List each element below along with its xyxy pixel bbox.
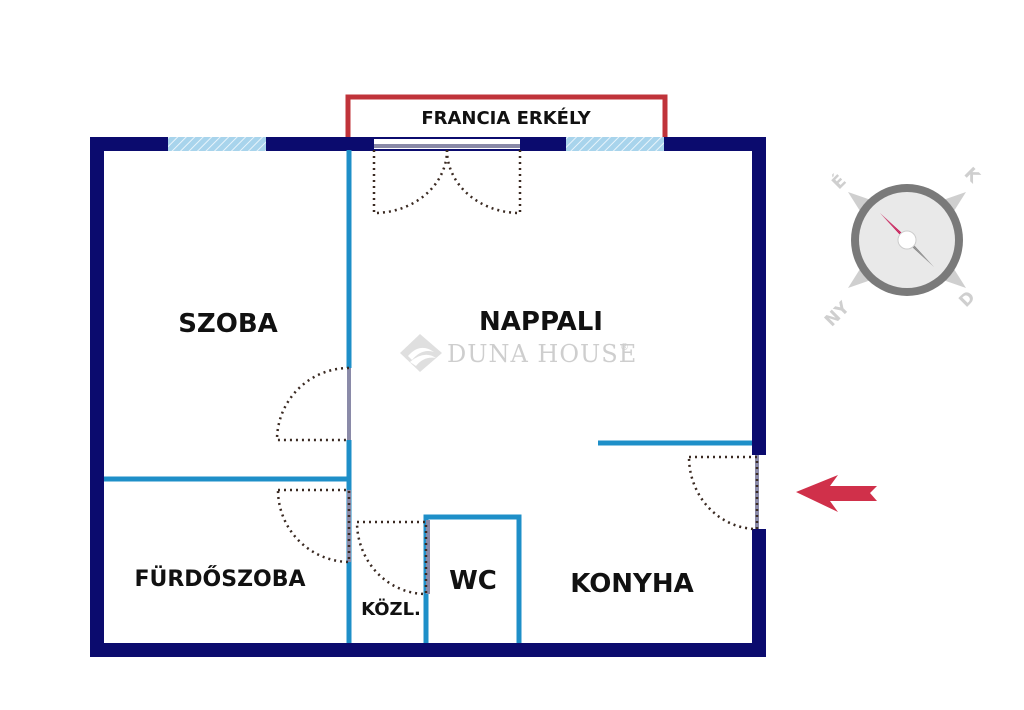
entrance-arrow-icon — [796, 475, 877, 512]
duna-house-logo-icon — [400, 334, 442, 372]
room-label-nappali: NAPPALI — [479, 307, 603, 337]
room-labels: SZOBA NAPPALI FÜRDŐSZOBA KÖZL. WC KONYHA — [134, 307, 693, 620]
compass-icon: É K D NY — [821, 164, 984, 331]
duna-house-watermark: DUNA HOUSE ® — [400, 334, 637, 372]
balcony-label: FRANCIA ERKÉLY — [421, 107, 591, 129]
room-label-konyha: KONYHA — [570, 569, 694, 599]
window-nappali — [566, 137, 664, 151]
compass-east: K — [960, 164, 984, 188]
watermark-text: DUNA HOUSE — [447, 340, 637, 368]
watermark-registered-mark: ® — [620, 343, 630, 353]
french-balcony: FRANCIA ERKÉLY — [345, 94, 668, 138]
room-label-szoba: SZOBA — [178, 309, 278, 339]
room-label-kozl: KÖZL. — [361, 598, 421, 620]
room-label-furdoszoba: FÜRDŐSZOBA — [134, 566, 305, 592]
window-szoba — [168, 137, 266, 151]
door-leaves — [347, 368, 430, 594]
compass-south: D — [955, 287, 979, 311]
door-swings — [275, 149, 759, 596]
compass-north: É — [827, 170, 851, 194]
room-label-wc: WC — [449, 566, 497, 596]
compass-west: NY — [821, 298, 854, 331]
